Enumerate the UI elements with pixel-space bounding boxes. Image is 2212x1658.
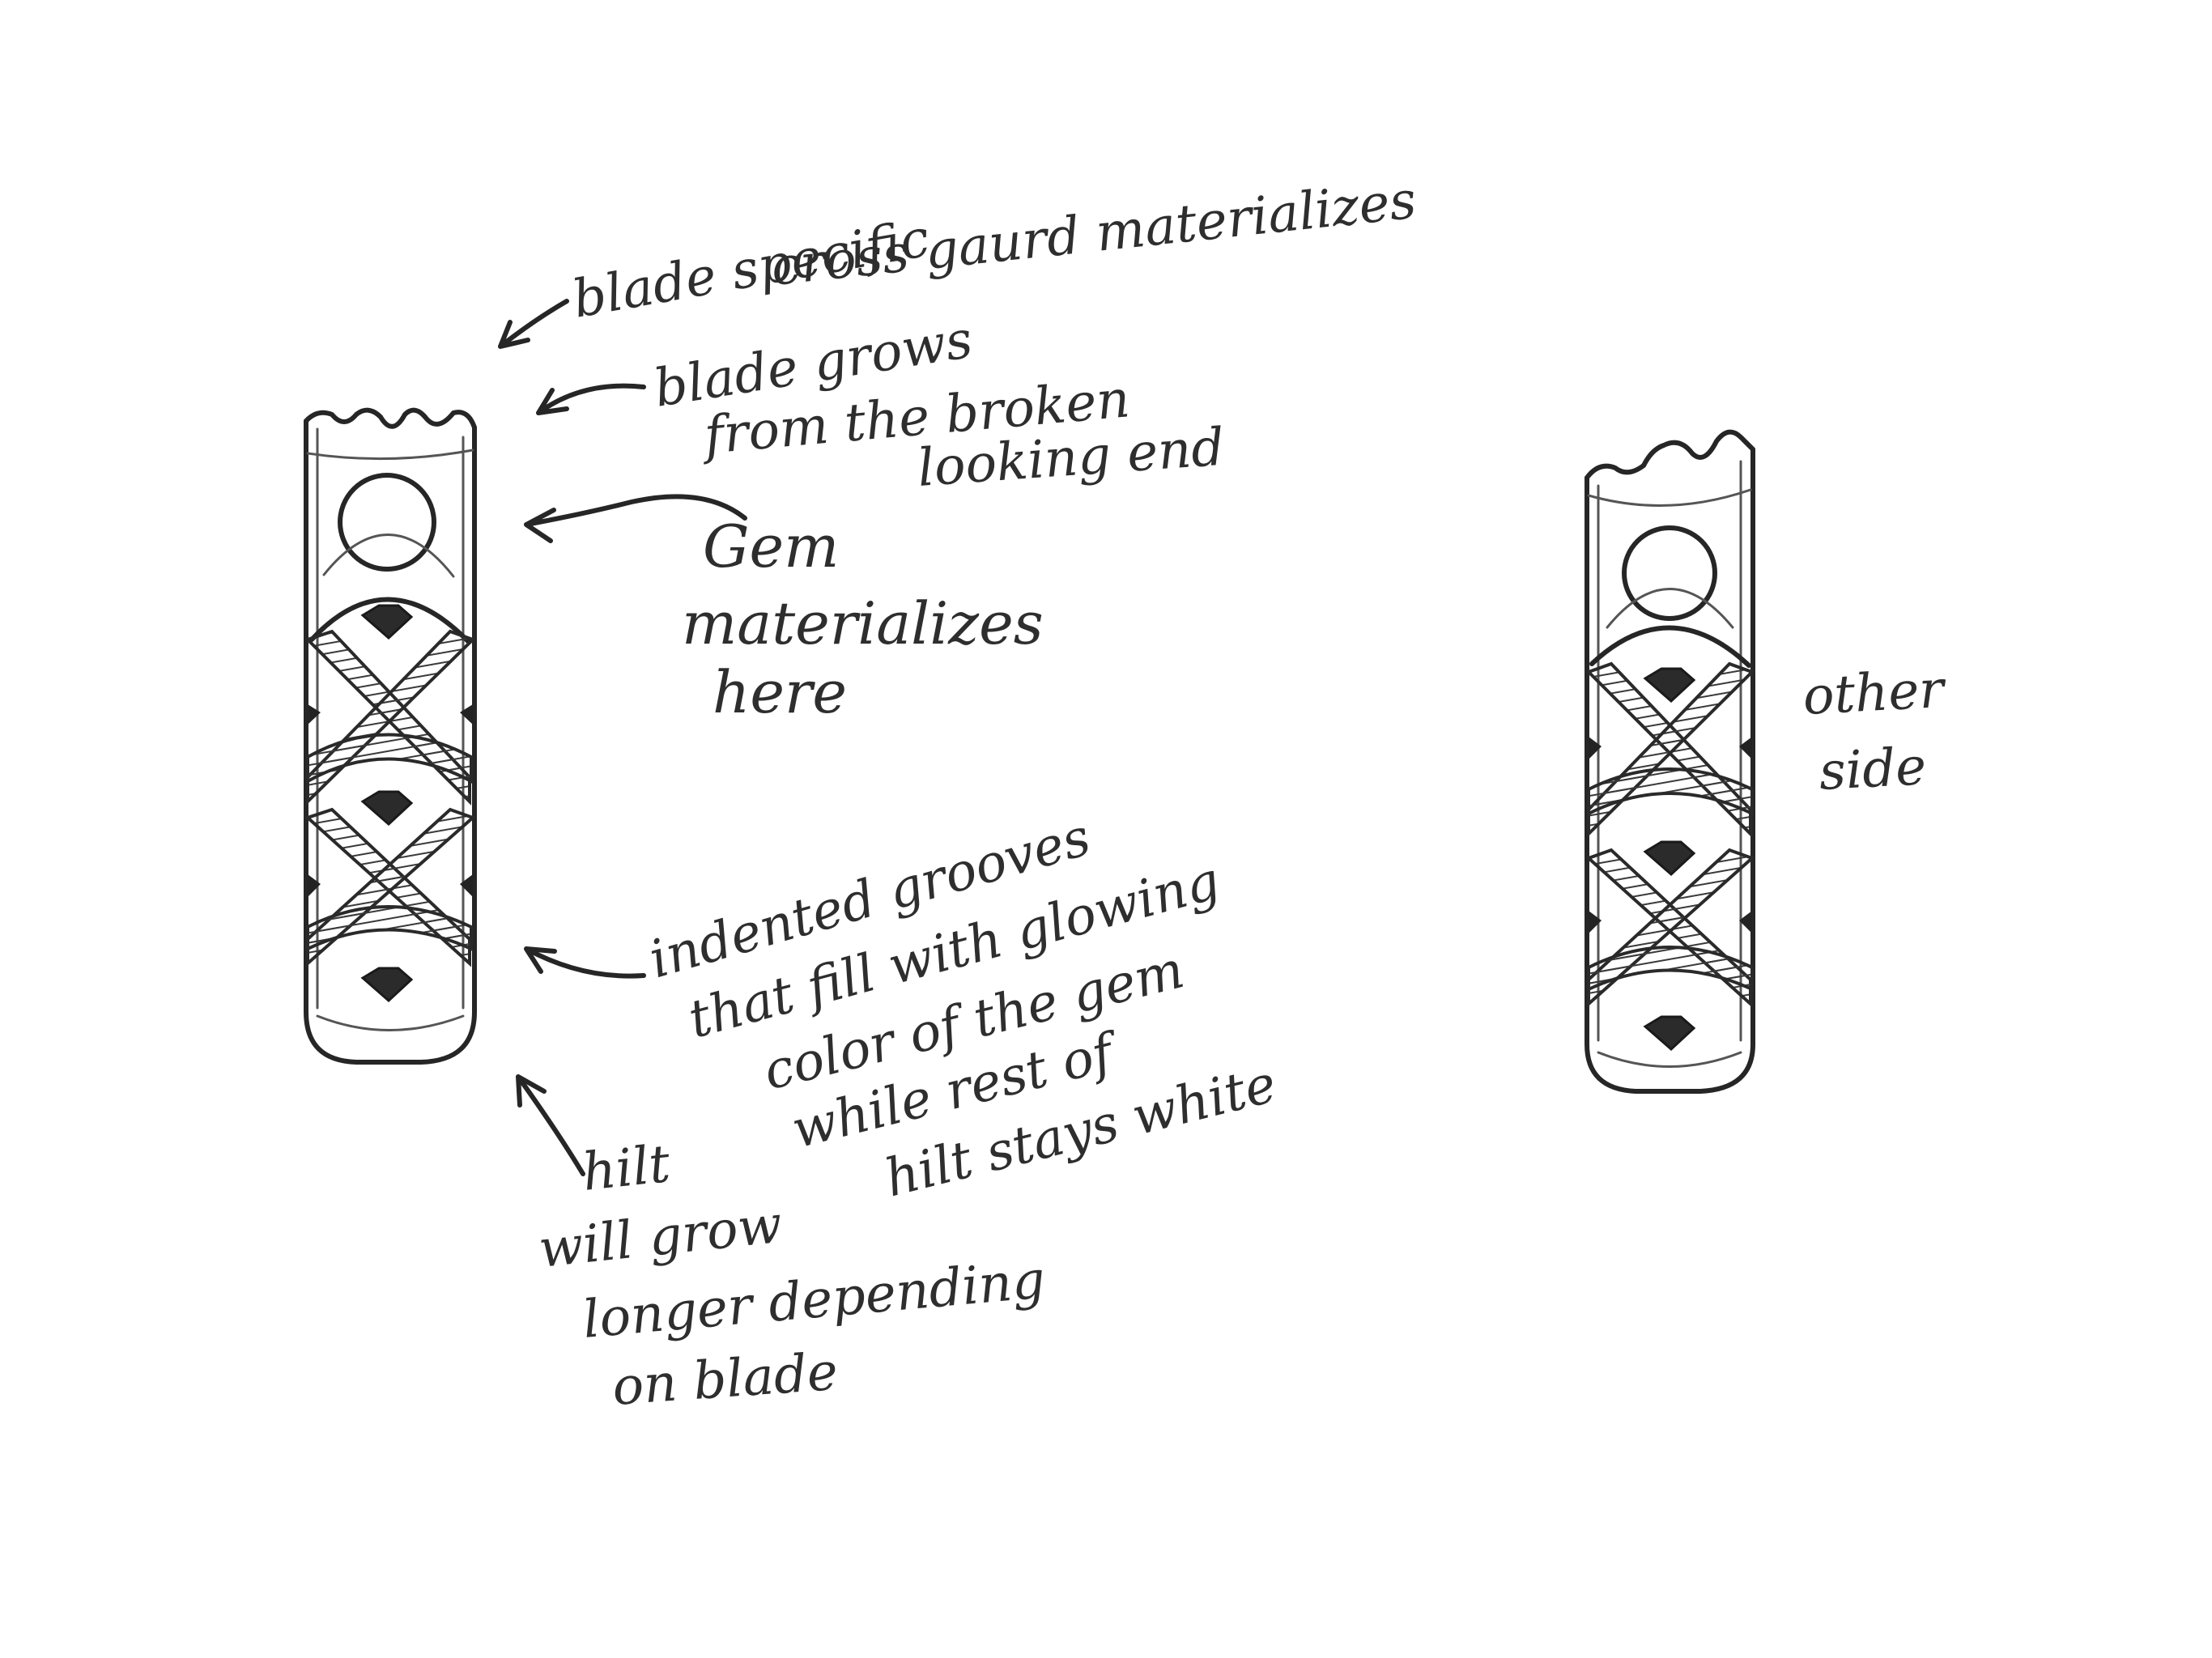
hilt-front-diamond-gem-1: [363, 606, 411, 638]
hilt-back-drawing: [1587, 432, 1753, 1091]
annotation-grooves: indented grooves that fill with glowing …: [643, 807, 1283, 1209]
hilt-front-diamond-gem-3: [363, 968, 411, 1001]
hilt-line-4: on blade: [610, 1342, 840, 1418]
hilt-front-top-rim: [308, 450, 473, 459]
hilt-front-notch-3: [308, 874, 321, 897]
hilt-front-notch-2: [460, 704, 473, 725]
crossguard-arrow: [500, 301, 567, 346]
other-side-line-1: other: [1802, 660, 1948, 727]
hilt-line-2: will grow: [536, 1195, 785, 1280]
hilt-back-pommel: [1598, 1052, 1741, 1067]
hilt-back-diamond-gem-2: [1645, 842, 1694, 874]
hilt-front-drawing: [306, 410, 474, 1062]
hilt-front-pommel: [317, 1016, 463, 1031]
gem-line-1: Gem: [703, 512, 839, 580]
hilt-front-diamond-gem-2: [363, 792, 411, 824]
gem-line-2: materializes: [682, 589, 1044, 657]
annotation-crossguard: blade specific cross gaurd materializes: [568, 171, 1419, 330]
annotation-blade: blade grows from the broken looking end: [650, 310, 1227, 499]
hilt-arrow: [518, 1077, 583, 1174]
annotation-gem: Gem materializes here: [682, 512, 1044, 726]
hilt-front-gem-socket: [340, 475, 434, 569]
grooves-arrow: [526, 949, 644, 976]
hilt-back-broken-end: [1587, 432, 1753, 478]
hilt-back-notch-1: [1589, 737, 1602, 759]
hilt-back-top-rim: [1589, 490, 1750, 505]
crossguard-line-2: cross gaurd materializes: [768, 171, 1419, 298]
hilt-back-diamond-gem-1: [1645, 669, 1694, 701]
hilt-back-diamond-gem-3: [1645, 1017, 1694, 1049]
other-side-line-2: side: [1818, 737, 1928, 802]
hilt-front-broken-end: [306, 410, 474, 427]
hilt-back-notch-3: [1589, 911, 1602, 933]
hilt-front-notch-4: [460, 874, 473, 897]
gem-line-3: here: [713, 658, 847, 726]
hilt-back-gem-socket: [1624, 528, 1715, 619]
hilt-back-upper-arch: [1592, 627, 1749, 665]
hilt-front-notch-1: [308, 704, 321, 725]
blade-arrow: [538, 386, 644, 413]
hilt-line-1: hilt: [580, 1134, 673, 1203]
hilt-back-socket-arc: [1607, 589, 1733, 628]
annotation-other-side: other side: [1802, 660, 1948, 802]
